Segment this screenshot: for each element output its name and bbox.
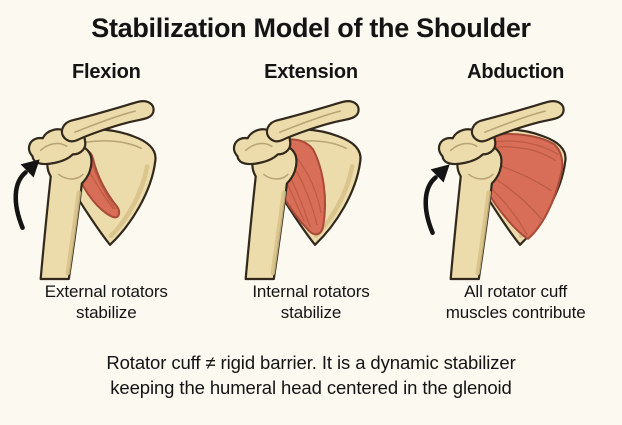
- panel-flexion-label: Flexion: [72, 61, 141, 83]
- panel-abduction-caption: All rotator cuff muscles contribute: [445, 282, 586, 322]
- panel-abduction-label: Abduction: [467, 61, 565, 83]
- footer-line-1: Rotator cuff ≠ rigid barrier. It is a dy…: [106, 352, 516, 374]
- clavicle-bone: [265, 100, 360, 143]
- shoulder-illustration-extension: [232, 100, 362, 281]
- panel-flexion-caption: External rotators stabilize: [44, 282, 168, 322]
- shoulder-illustration-abduction: [423, 100, 567, 281]
- footer-line-2: keeping the humeral head centered in the…: [110, 376, 512, 398]
- clavicle-bone: [470, 100, 565, 143]
- curved-up-arrow-icon: [423, 164, 450, 236]
- panel-extension-caption: Internal rotators stabilize: [252, 282, 370, 322]
- panel-extension-label: Extension: [264, 61, 358, 83]
- footer-note: Rotator cuff ≠ rigid barrier. It is a dy…: [0, 351, 622, 400]
- curved-up-arrow-icon: [13, 159, 40, 230]
- panel-abduction: Abduction: [413, 44, 618, 323]
- panel-flexion: Flexion: [4, 44, 209, 323]
- page-title: Stabilization Model of the Shoulder: [91, 13, 531, 43]
- panels-row: Flexion: [0, 44, 622, 323]
- panel-extension: Extension: [209, 44, 414, 323]
- clavicle-bone: [61, 100, 155, 143]
- shoulder-illustration-flexion: [13, 100, 157, 281]
